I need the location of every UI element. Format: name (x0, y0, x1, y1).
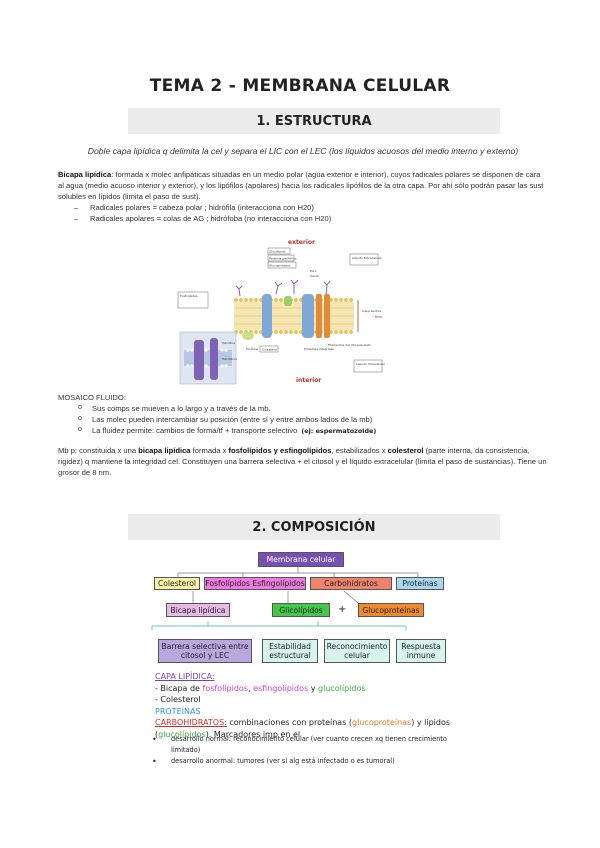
mb-text: (parte interna, da consistencia, rigidez… (58, 446, 547, 477)
concept-label: Proteínas (402, 579, 438, 588)
thickness-label: ~8nm (372, 315, 383, 319)
section-heading-estructura: 1. ESTRUCTURA (128, 108, 500, 134)
proteinas-heading: PROTEÍNAS (155, 706, 201, 716)
concept-label: Reconocimiento celular (326, 642, 388, 660)
concept-glucoproteinas: Glucoproteínas (358, 603, 424, 617)
bilayer-text: : formada x molec anfipáticas situadas e… (58, 170, 544, 201)
list-item: desarrollo anormal: tumores (ver si alg … (148, 756, 448, 767)
concept-label: Membrana celular (266, 555, 336, 564)
integral-label: Proteínas integrales (304, 347, 334, 351)
development-list: desarrollo normal: reconocimiento celula… (148, 734, 448, 767)
bilayer-term: Bicapa lipídica (58, 170, 112, 179)
concept-map: Membrana celular Colesterol Fosfolípidos… (148, 549, 448, 667)
note-text: , (248, 683, 254, 693)
note-text: - Bicapa de (155, 683, 203, 693)
concept-colesterol: Colesterol (154, 577, 200, 590)
mosaic-item-text: Sus comps se mueven a lo largo y a travé… (92, 404, 271, 413)
membrane-diagram: exterior interior Glucolípido Proteína p… (176, 236, 388, 388)
hydrophilic-label: Hidrofílica (222, 341, 235, 345)
cytoskeleton-label: Filamentos del citoesqueleto (328, 343, 371, 347)
intro-text: Doble capa lipídica q delimita la cel y … (87, 146, 519, 156)
mosaic-item-hint: (ej: espermatozoide) (301, 427, 377, 435)
extracellular-label: Líquido Extracelular (352, 256, 383, 260)
bicapa-line: - Bicapa de fosfolípidos, esfingolípidos… (155, 683, 455, 695)
peripheral-protein-label: Proteína periférica (269, 257, 297, 261)
concept-carbohidratos: Carbohidratos (310, 577, 392, 590)
concept-bicapa: Bicapa lipídica (166, 603, 230, 617)
mosaic-item-text: Las molec pueden intercambiar su posició… (92, 415, 373, 424)
colesterol-line: - Colesterol (155, 695, 201, 705)
mb-text: Mb p: constituida x una (58, 446, 139, 455)
concept-proteinas: Proteínas (396, 577, 444, 590)
concept-estabilidad: Estabilidad estructural (262, 639, 318, 663)
concept-label: Respuesta inmune (401, 642, 441, 660)
mosaic-title: MOSAICO FLUIDO: (58, 393, 126, 402)
mosaic-item-text: La fluidez permite: cambios de forma/tf … (92, 426, 298, 435)
concept-barrera: Barrera selectiva entre citosol y LEC (158, 639, 252, 663)
concept-respuesta: Respuesta inmune (396, 639, 446, 663)
concept-membrana-celular: Membrana celular (258, 552, 344, 567)
carbohidratos-heading: CARBOHIDRATOS: (155, 718, 227, 728)
concept-reconocimiento: Reconocimiento celular (324, 639, 390, 663)
composition-notes: CAPA LIPÍDICA: - Bicapa de fosfolípidos,… (155, 671, 455, 741)
intracellular-label: Líquido Intracelular (356, 362, 386, 366)
protein-label: Proteína (246, 347, 259, 351)
mb-paragraph: Mb p: constituida x una bicapa lipídica … (58, 445, 548, 478)
concept-glicolipidos: Glicolípidos (272, 603, 330, 617)
list-item: desarrollo normal: reconocimiento celula… (148, 734, 448, 756)
mb-term: fosfolípidos y esfingolípidos (228, 446, 332, 455)
bilayer-paragraph: Bicapa lipídica: formada x molec anfipát… (58, 170, 548, 202)
note-glucolipidos: glucolípidos (317, 683, 366, 693)
concept-label: Carbohidratos (324, 579, 378, 588)
concept-label: Estabilidad estructural (269, 642, 311, 660)
note-glucoproteinas: glucoproteínas (352, 718, 412, 728)
concept-label: Fosfolípidos Esfingolípidos (205, 579, 305, 588)
mb-term: colesterol (387, 446, 424, 455)
glycolipid-label: Glucolípido (269, 250, 286, 254)
list-item: Sus comps se mueven a lo largo y a travé… (78, 402, 548, 414)
concept-label: Bicapa lipídica (170, 605, 226, 615)
list-item: Radicales apolares = colas de AG ; hidró… (74, 214, 544, 225)
concept-label: Glucoproteínas (362, 605, 420, 615)
section-heading-composicion: 2. COMPOSICIÓN (128, 514, 500, 540)
mb-text: , estabilizados x (331, 446, 388, 455)
page-title: TEMA 2 - MEMBRANA CELULAR (149, 76, 451, 96)
mosaic-list: Sus comps se mueven a lo largo y a travé… (78, 402, 548, 437)
note-text: combinaciones con proteínas ( (226, 718, 353, 728)
mb-text: formada x (190, 446, 229, 455)
pore-label: Poro (310, 269, 317, 273)
interior-label: interior (296, 377, 321, 384)
concept-label: Colesterol (157, 579, 197, 588)
bilayer-label: Capa lipídica (362, 309, 381, 313)
list-item: Radicales polares = cabeza polar ; hidró… (74, 203, 544, 214)
cholesterol-label: Colesterol (262, 348, 277, 352)
channel-label: Canal (310, 274, 319, 278)
concept-label: Barrera selectiva entre citosol y LEC (161, 642, 249, 660)
radicals-list: Radicales polares = cabeza polar ; hidró… (74, 203, 544, 225)
capa-lipidica-heading: CAPA LIPÍDICA: (155, 672, 215, 681)
note-esfingolipidos: esfingolípidos (253, 683, 309, 693)
note-text: y (308, 683, 318, 693)
mb-term: bicapa lipídica (138, 446, 191, 455)
list-item: La fluidez permite: cambios de forma/tf … (78, 424, 548, 437)
concept-fosfolipidos: Fosfolípidos Esfingolípidos (204, 577, 306, 590)
concept-map-connectors (151, 567, 419, 631)
phospholipids-label: Fosfolípidos (180, 294, 198, 298)
hydrophobic-label: Hidrofóbica (222, 357, 237, 361)
list-item: Las molec pueden intercambiar su posició… (78, 413, 548, 425)
concept-plus: + (338, 604, 347, 615)
glycoprotein-label: Glucoproteína (269, 264, 290, 268)
concept-label: Glicolípidos (279, 605, 323, 615)
exterior-label: exterior (288, 239, 315, 246)
note-fosfolipidos: fosfolípidos (202, 683, 248, 693)
